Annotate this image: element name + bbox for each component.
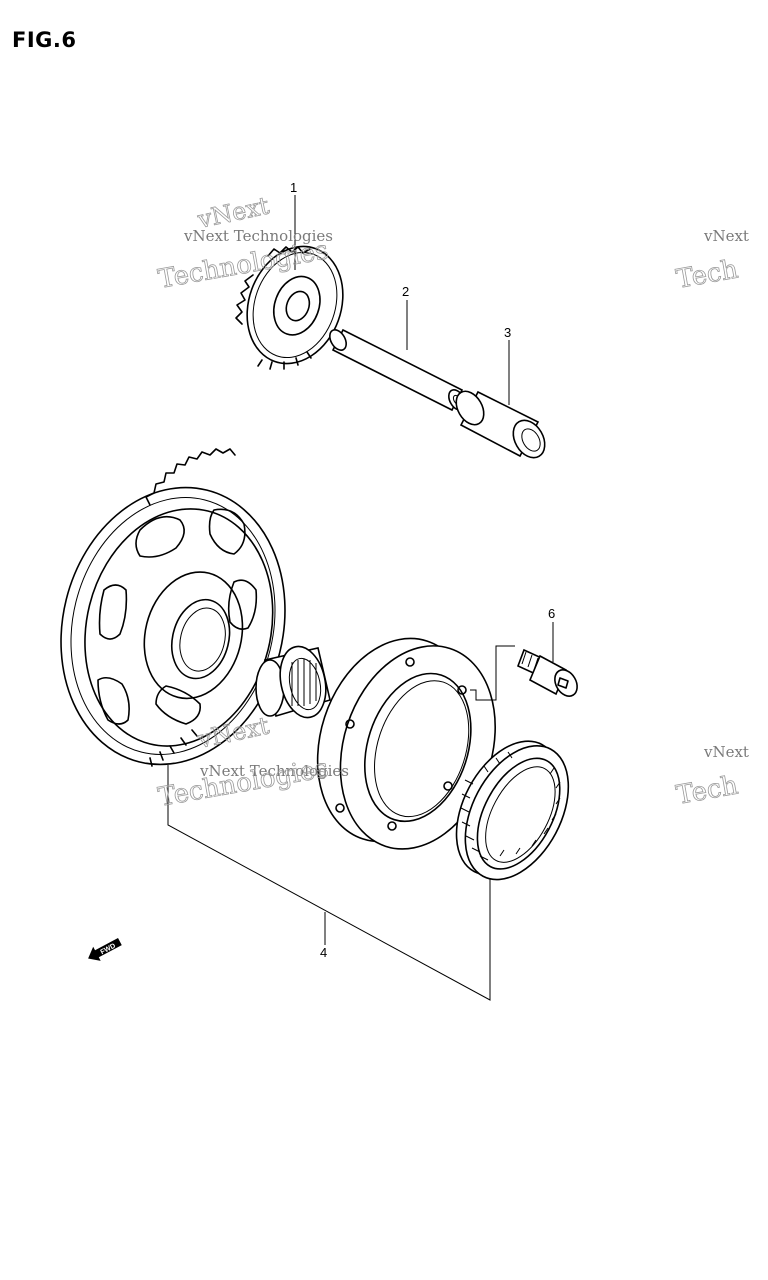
starter-driven-gear [60,448,286,767]
watermark-edge-top-2: Tech [674,255,741,295]
bolt-part-6 [516,648,578,697]
clutch-housing [316,637,496,850]
figure-title: FIG.6 [12,28,77,52]
idle-gear-part-1 [235,245,344,370]
callout-4: 4 [320,945,327,960]
callout-3: 3 [504,325,511,340]
needle-bearing [255,645,331,719]
callout-6: 6 [548,606,555,621]
watermark-edge-mid: vNext [703,743,749,761]
leader-lines [167,195,554,1001]
watermark-text-mid: vNext Technologies [199,762,349,780]
callout-2: 2 [402,284,409,299]
bushing-part-3 [455,390,546,459]
watermark-edge-top: vNext [703,227,749,245]
watermark-text-top: vNext Technologies [183,227,333,245]
forward-direction-indicator: FWD [88,938,122,961]
watermark-edge-mid-2: Tech [674,771,741,811]
fwd-label: FWD [100,943,117,957]
one-way-clutch [455,740,570,881]
shaft-part-2 [329,328,466,412]
callout-1: 1 [290,180,297,195]
